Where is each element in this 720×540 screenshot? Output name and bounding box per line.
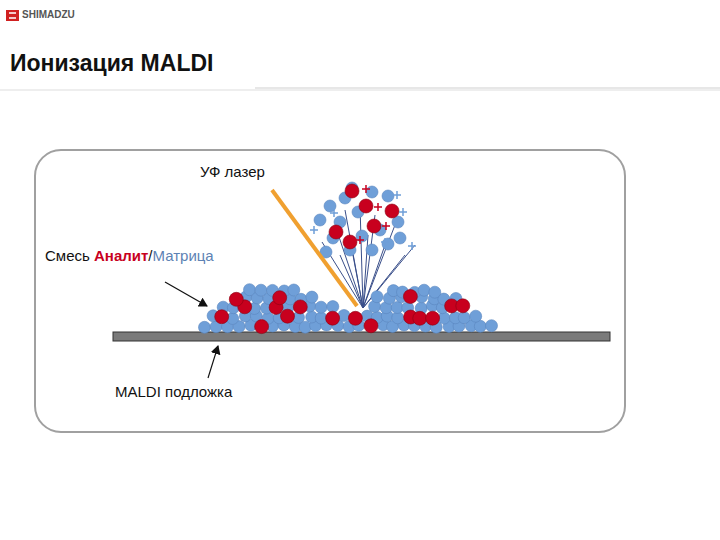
laser-label: УФ лазер xyxy=(200,163,265,180)
analyte-molecule xyxy=(426,311,440,325)
analyte-molecule xyxy=(456,299,470,313)
analyte-molecule xyxy=(413,311,427,325)
analyte-molecule xyxy=(343,235,357,249)
matrix-molecule xyxy=(382,238,394,250)
title-rule xyxy=(255,88,720,89)
analyte-molecule xyxy=(273,291,287,305)
laser-beam xyxy=(272,190,357,306)
analyte-molecule xyxy=(326,311,340,325)
matrix-molecule xyxy=(458,312,470,324)
charge-sign xyxy=(374,203,382,211)
slide-title: Ионизация MALDI xyxy=(10,50,213,77)
matrix-molecule xyxy=(315,301,327,313)
analyte-molecule xyxy=(293,300,307,314)
analyte-molecule xyxy=(348,311,362,325)
analyte-word: Аналит xyxy=(94,247,148,264)
mixture-word: Смесь xyxy=(45,247,90,264)
matrix-molecule xyxy=(470,310,482,322)
matrix-molecule xyxy=(418,284,430,296)
logo-mark-lines xyxy=(9,13,16,18)
analyte-molecule xyxy=(255,320,269,334)
matrix-molecule xyxy=(486,320,498,332)
leader-arrow xyxy=(208,346,218,378)
matrix-molecule xyxy=(382,190,394,202)
matrix-molecule xyxy=(327,301,339,313)
matrix-word: Матрица xyxy=(153,247,214,264)
matrix-molecule xyxy=(438,312,450,324)
charge-sign xyxy=(356,236,364,244)
plate-label: MALDI подложка xyxy=(115,383,232,400)
analyte-molecule xyxy=(281,309,295,323)
desorption-plume xyxy=(310,182,416,308)
plume-ray xyxy=(360,205,363,308)
charge-sign xyxy=(330,209,338,217)
matrix-molecule xyxy=(288,284,300,296)
matrix-molecule xyxy=(429,286,441,298)
matrix-molecule xyxy=(366,186,378,198)
matrix-molecule xyxy=(244,284,256,296)
logo-mark xyxy=(6,10,19,21)
mixture-label: СмесьАналит/Матрица xyxy=(45,247,214,264)
matrix-molecule xyxy=(366,244,378,256)
panel-frame xyxy=(35,150,625,432)
maldi-plate xyxy=(113,332,610,341)
matrix-molecule xyxy=(338,310,350,322)
charge-sign xyxy=(408,242,416,250)
analyte-molecule xyxy=(403,290,417,304)
charge-sign xyxy=(382,222,390,230)
logo-text: SHIMADZU xyxy=(22,9,75,20)
charge-sign xyxy=(381,238,389,246)
analyte-molecule xyxy=(364,319,378,333)
analyte-molecule xyxy=(345,184,359,198)
analyte-molecule xyxy=(329,225,343,239)
analyte-molecule xyxy=(229,292,243,306)
matrix-molecule xyxy=(306,291,318,303)
charge-sign xyxy=(393,191,401,199)
separator: / xyxy=(148,247,152,264)
matrix-molecule xyxy=(371,291,383,303)
analyte-molecule xyxy=(385,204,399,218)
matrix-molecule xyxy=(199,321,211,333)
leader-arrow xyxy=(165,282,207,306)
charge-sign xyxy=(399,208,407,216)
charge-sign xyxy=(310,226,318,234)
matrix-molecule xyxy=(314,214,326,226)
analyte-molecule xyxy=(359,199,373,213)
matrix-molecule xyxy=(255,284,267,296)
analyte-molecule xyxy=(367,219,381,233)
title-rule-shadow xyxy=(0,89,720,91)
matrix-molecule xyxy=(394,232,406,244)
analyte-molecule xyxy=(215,310,229,324)
charge-sign xyxy=(362,185,370,193)
